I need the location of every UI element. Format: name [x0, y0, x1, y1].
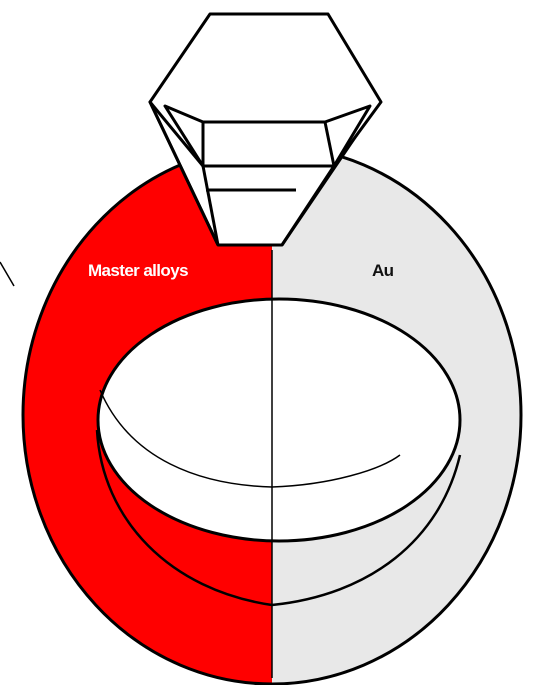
label-master-alloys: Master alloys: [88, 261, 188, 280]
label-au: Au: [372, 261, 394, 280]
ring-inner-edge: [98, 299, 460, 541]
ring-inner-shadow-edge: [100, 390, 400, 487]
side-tick-mark: [0, 262, 14, 286]
